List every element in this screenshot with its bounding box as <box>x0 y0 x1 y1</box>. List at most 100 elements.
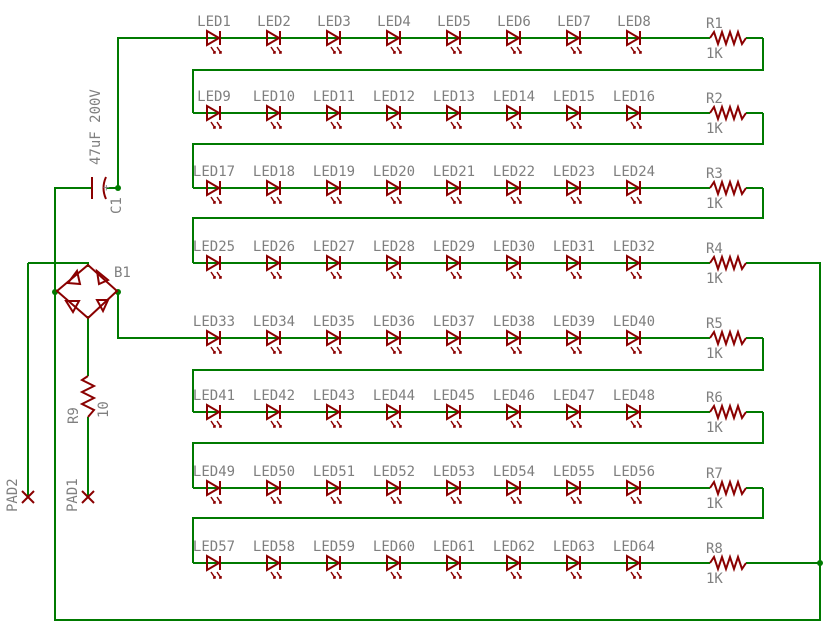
led-light-arrows-icon <box>390 196 402 204</box>
led-light-arrows-icon <box>450 420 462 428</box>
led-light-arrows-icon <box>330 420 342 428</box>
led-light-arrows-icon <box>210 496 222 504</box>
led-label: LED26 <box>253 239 295 255</box>
led-diode-icon <box>206 29 221 47</box>
led-diode-icon <box>386 179 401 197</box>
led: LED48 <box>613 388 655 428</box>
led-diode-icon <box>626 179 641 197</box>
led-light-arrows-icon <box>450 346 462 354</box>
led: LED41 <box>193 388 235 428</box>
led-light-arrows-icon <box>270 420 282 428</box>
led: LED40 <box>613 314 655 354</box>
led-label: LED16 <box>613 89 655 105</box>
row-resistor: R3 1K <box>706 166 747 212</box>
pad-2-cross-icon <box>21 490 35 504</box>
led-label: LED61 <box>433 539 475 555</box>
led-light-arrows-icon <box>630 46 642 54</box>
led: LED57 <box>193 539 235 579</box>
led-label: LED31 <box>553 239 595 255</box>
resistor-name: R3 <box>706 166 723 182</box>
led-label: LED15 <box>553 89 595 105</box>
led: LED39 <box>553 314 595 354</box>
led-label: LED52 <box>373 464 415 480</box>
led-light-arrows-icon <box>210 571 222 579</box>
led-diode-icon <box>626 254 641 272</box>
led: LED5 <box>437 14 471 54</box>
led-light-arrows-icon <box>330 496 342 504</box>
led-label: LED62 <box>493 539 535 555</box>
led-diode-icon <box>446 254 461 272</box>
resistor-value: 1K <box>706 196 723 212</box>
led: LED23 <box>553 164 595 204</box>
led-diode-icon <box>626 329 641 347</box>
led-light-arrows-icon <box>510 46 522 54</box>
led: LED47 <box>553 388 595 428</box>
led-label: LED2 <box>257 14 291 30</box>
led-label: LED18 <box>253 164 295 180</box>
led-light-arrows-icon <box>210 121 222 129</box>
led: LED29 <box>433 239 475 279</box>
led-label: LED7 <box>557 14 591 30</box>
led-label: LED46 <box>493 388 535 404</box>
led-diode-icon <box>506 104 521 122</box>
led-diode-icon <box>206 554 221 572</box>
led-label: LED51 <box>313 464 355 480</box>
led: LED43 <box>313 388 355 428</box>
led-label: LED64 <box>613 539 655 555</box>
led-label: LED34 <box>253 314 295 330</box>
led: LED38 <box>493 314 535 354</box>
resistor-value: 1K <box>706 420 723 436</box>
resistor-zigzag <box>709 328 747 348</box>
resistor-zigzag <box>709 253 747 273</box>
led-diode-icon <box>326 479 341 497</box>
led-diode-icon <box>326 554 341 572</box>
led: LED8 <box>617 14 651 54</box>
led-light-arrows-icon <box>210 196 222 204</box>
led-diode-icon <box>626 554 641 572</box>
resistor-name: R1 <box>706 16 723 32</box>
led-label: LED24 <box>613 164 655 180</box>
led-diode-icon <box>206 479 221 497</box>
led-light-arrows-icon <box>450 196 462 204</box>
led-diode-icon <box>446 104 461 122</box>
led-light-arrows-icon <box>510 496 522 504</box>
led: LED20 <box>373 164 415 204</box>
capacitor-c1: 47uF 200V C1 + <box>88 89 125 214</box>
led-label: LED38 <box>493 314 535 330</box>
bridge-diode <box>95 268 110 286</box>
led-label: LED5 <box>437 14 471 30</box>
led-diode-icon <box>506 29 521 47</box>
resistor-zigzag <box>709 103 747 123</box>
led-diode-icon <box>266 329 281 347</box>
capacitor-value: 47uF 200V <box>88 89 104 165</box>
resistor-zigzag <box>709 553 747 573</box>
led-diode-icon <box>206 403 221 421</box>
led-label: LED36 <box>373 314 415 330</box>
led-diode-icon <box>566 254 581 272</box>
led-diode-icon <box>446 479 461 497</box>
led: LED19 <box>313 164 355 204</box>
led-label: LED55 <box>553 464 595 480</box>
led-diode-icon <box>566 329 581 347</box>
led-light-arrows-icon <box>570 420 582 428</box>
led-label: LED41 <box>193 388 235 404</box>
led: LED17 <box>193 164 235 204</box>
led-label: LED33 <box>193 314 235 330</box>
resistor-zigzag <box>709 402 747 422</box>
resistor-value: 1K <box>706 571 723 587</box>
led-light-arrows-icon <box>390 271 402 279</box>
bridge-diode <box>95 299 110 314</box>
led-diode-icon <box>386 479 401 497</box>
led: LED55 <box>553 464 595 504</box>
led: LED34 <box>253 314 295 354</box>
led-label: LED63 <box>553 539 595 555</box>
led-light-arrows-icon <box>570 46 582 54</box>
led-label: LED43 <box>313 388 355 404</box>
led-diode-icon <box>326 329 341 347</box>
